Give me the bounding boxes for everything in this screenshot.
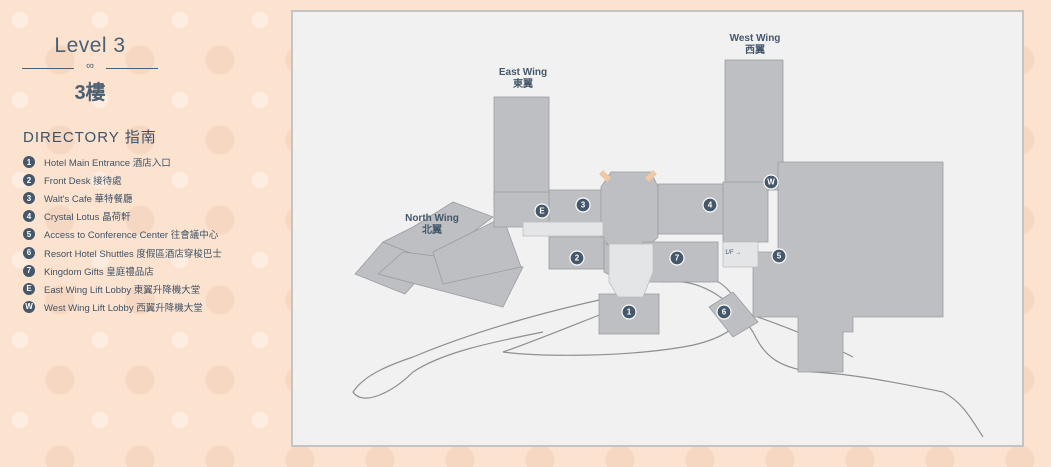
building-footprints — [354, 59, 944, 373]
directory-item-label: Front Desk 接待處 — [44, 176, 122, 188]
directory-item[interactable]: E East Wing Lift Lobby 東翼升降機大堂 — [23, 280, 222, 298]
directory-item[interactable]: 5 Access to Conference Center 往會議中心 — [23, 225, 222, 243]
directory-item-label: Walt's Cafe 華特餐廳 — [44, 194, 133, 206]
svg-text:2: 2 — [575, 254, 580, 263]
east-wing-label-zh: 東翼 — [513, 77, 533, 90]
marker-badge: 1 — [23, 156, 35, 169]
directory-item-label: Hotel Main Entrance 酒店入口 — [44, 158, 171, 170]
pin-2[interactable]: 2 — [569, 250, 585, 266]
directory-list: 1 Hotel Main Entrance 酒店入口 2 Front Desk 接待… — [23, 153, 222, 316]
directory-item[interactable]: 3 Walt's Cafe 華特餐廳 — [23, 189, 222, 207]
marker-badge: 6 — [23, 246, 35, 259]
lobby-floor — [522, 221, 759, 298]
pin-west-lift[interactable]: W — [763, 174, 779, 190]
marker-badge: 2 — [23, 174, 35, 187]
pin-7[interactable]: 7 — [669, 250, 685, 266]
floor-map-panel[interactable]: East Wing 東翼 West Wing 西翼 North Wing 北翼 … — [291, 10, 1024, 447]
shuttle-block — [708, 291, 759, 338]
directory-sidebar: Level 3 ∞ 3樓 DIRECTORY 指南 1 Hotel Main En… — [0, 0, 290, 467]
directory-item[interactable]: 6 Resort Hotel Shuttles 度假區酒店穿梭巴士 — [23, 243, 222, 261]
marker-badge: 3 — [23, 192, 35, 205]
pin-3[interactable]: 3 — [575, 197, 591, 213]
west-wing-label-zh: 西翼 — [745, 44, 765, 56]
svg-text:6: 6 — [722, 308, 727, 317]
directory-item-label: West Wing Lift Lobby 西翼升降機大堂 — [44, 302, 203, 314]
svg-text:E: E — [539, 207, 545, 216]
directory-item[interactable]: 1 Hotel Main Entrance 酒店入口 — [23, 153, 222, 171]
east-wing-tower — [493, 96, 550, 203]
directory-item[interactable]: 4 Crystal Lotus 晶荷軒 — [23, 207, 222, 225]
entrance-markers — [599, 170, 657, 182]
marker-badge: 5 — [23, 228, 35, 241]
west-wing-label: West Wing — [730, 33, 781, 44]
north-wing-label: North Wing — [405, 213, 459, 224]
pin-1[interactable]: 1 — [621, 304, 637, 320]
divider-line-left — [22, 68, 74, 69]
directory-item[interactable]: 7 Kingdom Gifts 皇庭禮品店 — [23, 262, 222, 280]
north-wing-label-zh: 北翼 — [422, 223, 442, 236]
east-wing-label: East Wing — [499, 67, 547, 78]
pin-6[interactable]: 6 — [716, 304, 732, 320]
svg-text:W: W — [767, 178, 775, 187]
level-title-chinese: 3樓 — [74, 82, 106, 104]
west-wing-lobby — [722, 181, 769, 243]
level-divider: ∞ — [22, 60, 158, 74]
floor-connection-note: 1/F → — [725, 250, 741, 256]
floor-map[interactable]: East Wing 東翼 West Wing 西翼 North Wing 北翼 … — [293, 12, 1022, 445]
directory-title: DIRECTORY 指南 — [23, 129, 157, 146]
svg-text:4: 4 — [708, 201, 713, 210]
svg-text:5: 5 — [777, 252, 782, 261]
ornament-icon: ∞ — [86, 60, 94, 72]
marker-badge: 4 — [23, 210, 35, 223]
directory-item-label: Access to Conference Center 往會議中心 — [44, 230, 219, 242]
pin-5[interactable]: 5 — [771, 248, 787, 264]
svg-text:3: 3 — [581, 201, 586, 210]
directory-item-label: East Wing Lift Lobby 東翼升降機大堂 — [44, 284, 201, 296]
directory-item-label: Crystal Lotus 晶荷軒 — [44, 212, 131, 224]
directory-item-label: Resort Hotel Shuttles 度假區酒店穿梭巴士 — [44, 248, 222, 260]
directory-item-label: Kingdom Gifts 皇庭禮品店 — [44, 266, 154, 278]
marker-badge: E — [23, 282, 35, 295]
marker-badge: W — [23, 300, 35, 313]
central-atrium — [600, 171, 659, 248]
svg-text:7: 7 — [675, 254, 680, 263]
north-wing-link — [432, 216, 522, 285]
level-title: Level 3 — [54, 34, 126, 57]
conference-center — [752, 161, 944, 373]
marker-badge: 7 — [23, 264, 35, 277]
svg-text:1: 1 — [627, 308, 632, 317]
divider-line-right — [106, 68, 158, 69]
west-wing-tower — [724, 59, 784, 191]
directory-item[interactable]: W West Wing Lift Lobby 西翼升降機大堂 — [23, 298, 222, 316]
pin-4[interactable]: 4 — [702, 197, 718, 213]
pin-east-lift[interactable]: E — [534, 203, 550, 219]
directory-item[interactable]: 2 Front Desk 接待處 — [23, 171, 222, 189]
